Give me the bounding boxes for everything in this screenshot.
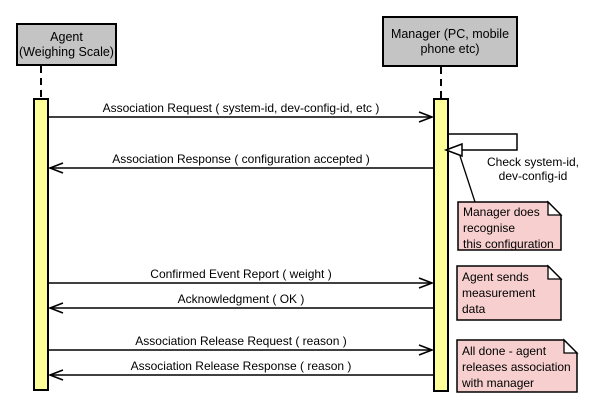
note-shape-agent-sends-data — [456, 264, 563, 321]
actor-box-agent: Agent (Weighing Scale) — [16, 23, 117, 66]
note-shape-all-done — [456, 338, 579, 393]
note-text-manager-recognise: Manager does recognise this configuratio… — [463, 205, 554, 251]
message-arrow-confirmed-event-report — [49, 277, 435, 289]
note-shape-manager-recognise — [457, 200, 563, 251]
note-text-agent-sends-data: Agent sends measurement data — [462, 270, 536, 316]
actor-box-manager: Manager (PC, mobile phone etc) — [382, 16, 518, 67]
message-arrow-association-release-request — [49, 344, 435, 356]
activation-bar-agent — [33, 98, 49, 391]
message-label-acknowledgment: Acknowledgment ( OK ) — [177, 292, 305, 306]
self-message-check-system-id — [443, 133, 518, 158]
message-arrow-association-response — [47, 162, 433, 174]
note-text-all-done: All done - agent releases association wi… — [462, 344, 571, 390]
message-label-association-release-response: Association Release Response ( reason ) — [130, 359, 352, 373]
message-label-confirmed-event-report: Confirmed Event Report ( weight ) — [150, 267, 332, 281]
note-connector-line — [459, 155, 476, 203]
message-arrow-association-request — [49, 111, 435, 123]
message-label-association-release-request: Association Release Request ( reason ) — [135, 334, 347, 348]
message-arrow-association-release-response — [47, 369, 433, 381]
message-label-association-request: Association Request ( system-id, dev-con… — [102, 101, 380, 115]
activation-bar-manager — [433, 98, 449, 392]
message-label-association-response: Association Response ( configuration acc… — [112, 152, 370, 166]
message-label-check-system-id: Check system-id, dev-config-id — [486, 155, 580, 183]
message-arrow-acknowledgment — [47, 302, 433, 314]
